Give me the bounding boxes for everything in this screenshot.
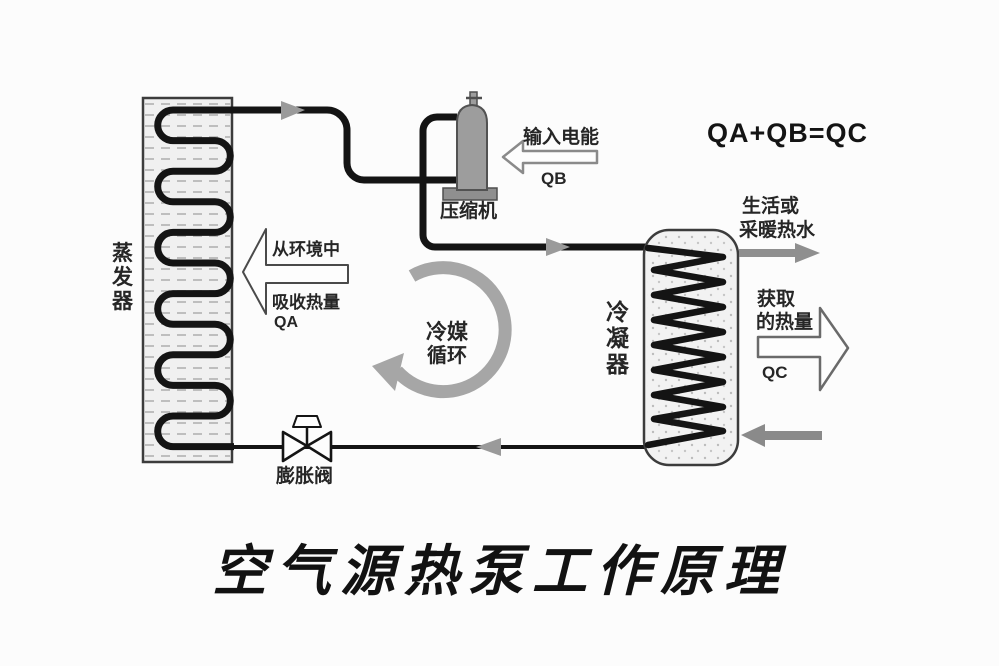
- heat-output-qc: QC: [762, 363, 788, 382]
- water-input-arrow: [741, 424, 822, 447]
- evaporator-label-char2: 发: [111, 265, 134, 289]
- expansion-valve: 膨胀阀: [275, 415, 333, 487]
- diagram-title: 空气源热泵工作原理: [212, 541, 788, 602]
- heat-absorbed-line1: 从环境中: [272, 239, 340, 259]
- compressor-body: [456, 103, 488, 191]
- expansion-valve-left-triangle: [281, 430, 309, 463]
- flow-arrowhead-suction: [281, 101, 305, 120]
- condenser-label-char1: 冷: [606, 299, 629, 325]
- expansion-valve-actuator: [292, 415, 322, 428]
- heat-absorbed-qa: QA: [274, 314, 298, 331]
- energy-balance-formula: QA+QB=QC: [707, 118, 868, 148]
- pipe-discharge: [419, 113, 650, 251]
- pipe-suction: [228, 106, 457, 184]
- electric-input-arrow: [501, 139, 599, 175]
- flow-arrowhead-discharge: [546, 238, 570, 256]
- evaporator-label-char1: 蒸: [112, 242, 133, 265]
- water-output-line2: 采暖热水: [739, 218, 816, 241]
- water-output-line1: 生活或: [742, 194, 799, 217]
- heat-output-group: 获取 的热量 QC: [756, 287, 850, 392]
- heat-output-line2: 的热量: [756, 310, 813, 333]
- water-output-group: 生活或 采暖热水: [739, 194, 820, 263]
- heat-output-line1: 获取: [757, 287, 795, 310]
- refrigerant-pipes: [228, 101, 650, 456]
- evaporator-coil: [154, 106, 234, 451]
- condenser-coil: [644, 244, 727, 449]
- water-output-arrow: [739, 243, 820, 263]
- evaporator: 蒸 发 器: [111, 96, 234, 464]
- cycle-label-line1: 冷媒: [426, 320, 469, 344]
- expansion-valve-label: 膨胀阀: [275, 464, 333, 487]
- electric-input-group: 输入电能 QB: [501, 125, 599, 188]
- heat-output-arrow: [756, 306, 850, 392]
- heat-absorbed-group: 从环境中 吸收热量 QA: [242, 228, 349, 331]
- heat-absorbed-line2: 吸收热量: [272, 292, 340, 312]
- compressor: 压缩机: [440, 91, 498, 222]
- condenser-label-char2: 凝: [606, 325, 630, 351]
- cycle-label-line2: 循环: [427, 343, 467, 367]
- condenser-label-char3: 器: [605, 351, 630, 377]
- electric-input-label: 输入电能: [523, 125, 599, 148]
- evaporator-fin-texture: [145, 100, 230, 460]
- cycle-arc: [392, 261, 512, 399]
- cycle-arrowhead: [372, 353, 404, 391]
- flow-arrowhead-liquid: [476, 438, 501, 456]
- compressor-label: 压缩机: [440, 199, 497, 222]
- condenser: 冷 凝 器: [605, 228, 740, 467]
- electric-input-qb: QB: [541, 169, 567, 188]
- expansion-valve-right-triangle: [305, 430, 333, 463]
- evaporator-label-char3: 器: [111, 290, 134, 313]
- refrigerant-cycle-group: 冷媒 循环: [372, 261, 512, 399]
- heat-absorbed-arrow: [242, 228, 349, 315]
